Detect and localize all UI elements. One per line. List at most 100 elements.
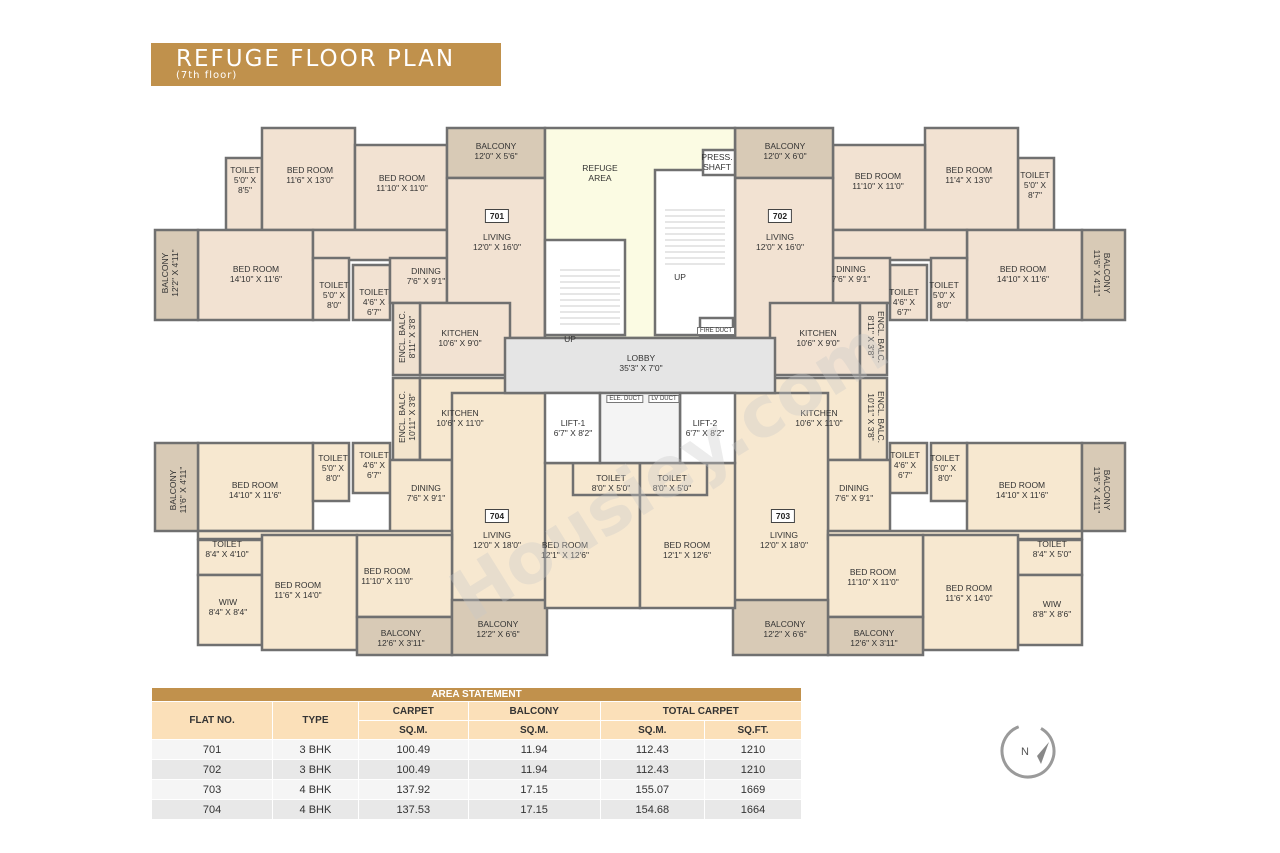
press-shaft: [701, 148, 737, 177]
cell-flat: 701: [150, 739, 274, 760]
room-name: DINING: [839, 483, 869, 493]
room-name: REFUGE AREA: [582, 163, 618, 183]
room-name: BALCONY: [764, 141, 806, 151]
floor-plan-drawing: [153, 126, 1127, 657]
toilet-area: [929, 441, 969, 503]
col-flat-no: FLAT NO.: [150, 701, 274, 740]
room-name: KITCHEN: [441, 328, 479, 338]
room-dimensions: 11'10" X 11'0": [852, 181, 904, 191]
room-name: LIVING: [483, 530, 511, 540]
room-name: BED ROOM: [998, 480, 1046, 490]
bedroom-area: [921, 533, 1020, 652]
room-dimensions: 12'2" X 6'6": [763, 629, 807, 639]
room-dimensions: 8'4" X 4'10": [205, 549, 249, 559]
room-name: DINING: [836, 264, 866, 274]
page-title: REFUGE FLOOR PLAN: [176, 46, 456, 72]
room-dimensions: 5'0" X 8'0": [321, 463, 345, 483]
room-dimensions: 4'6" X 6'7": [362, 297, 386, 317]
col-carpet: CARPET: [357, 701, 469, 721]
room-name: LIFT-1: [560, 418, 586, 428]
room-name: ENCL. BALC.: [876, 311, 886, 363]
bedroom-area: [260, 533, 359, 652]
room-dimensions: 12'2" X 4'11": [170, 249, 180, 297]
room-label: ENCL. BALC.8'11" X 3'8": [866, 311, 886, 363]
room-name: UP: [564, 334, 576, 344]
room-name: LOBBY: [626, 353, 656, 363]
room-label: ENCL. BALC.8'11" X 3'8": [397, 311, 417, 363]
room-name: BALCONY: [1102, 469, 1112, 511]
room-dimensions: 11'6" X 14'0": [274, 590, 322, 600]
room-name: TOILET: [889, 287, 919, 297]
room-dimensions: 8'11" X 3'8": [407, 315, 417, 359]
room-name: TOILET: [319, 280, 349, 290]
room-name: ENCL. BALC.: [397, 391, 407, 443]
room-dimensions: 8'11" X 3'8": [866, 315, 876, 359]
toilet-area: [1016, 538, 1084, 577]
room-name: BED ROOM: [541, 540, 589, 550]
room-dimensions: 12'1" X 12'6": [662, 550, 712, 560]
room-dimensions: 12'0" X 16'0": [755, 242, 805, 252]
cell-carpet-sqm: 100.49: [357, 759, 469, 780]
toilet-area: [929, 256, 969, 322]
cell-total-sqft: 1669: [704, 779, 802, 800]
room-name: UP: [674, 272, 686, 282]
room-name: KITCHEN: [799, 328, 837, 338]
cell-balcony-sqm: 17.15: [467, 799, 601, 820]
cell-carpet-sqm: 137.53: [357, 799, 469, 820]
room-dimensions: 10'11" X 3'8": [407, 393, 417, 441]
balcony-area: [1080, 228, 1127, 322]
room-name: BALCONY: [1102, 252, 1112, 294]
toilet-area: [351, 263, 392, 322]
kitchen-area: [768, 301, 862, 377]
room-dimensions: 4'6" X 6'7": [893, 460, 917, 480]
unit-number-badge: 702: [767, 209, 793, 223]
room-dimensions: 5'0" X 8'5": [233, 175, 257, 195]
room-name: TOILET: [1020, 170, 1050, 180]
cell-carpet-sqm: 137.92: [357, 779, 469, 800]
cell-total-sqm: 155.07: [599, 779, 706, 800]
room-dimensions: 7'6" X 9'1": [834, 493, 874, 503]
cell-total-sqm: 154.68: [599, 799, 706, 820]
bedroom-area: [826, 533, 925, 619]
room-dimensions: 12'2" X 6'6": [476, 629, 520, 639]
cell-carpet-sqm: 100.49: [357, 739, 469, 760]
cell-flat: 703: [150, 779, 274, 800]
dining-area: [388, 458, 454, 542]
cell-flat: 702: [150, 759, 274, 780]
room-name: TOILET: [657, 473, 687, 483]
room-name: TOILET: [596, 473, 626, 483]
bedroom-area: [965, 441, 1084, 533]
room-name: TOILET: [359, 287, 389, 297]
room-name: ENCL. BALC.: [397, 311, 407, 363]
room-name: LIVING: [483, 232, 511, 242]
room-dimensions: 10'6" X 9'0": [796, 338, 840, 348]
cell-balcony-sqm: 11.94: [467, 739, 601, 760]
room-name: BED ROOM: [999, 264, 1047, 274]
room-name: BED ROOM: [286, 165, 334, 175]
